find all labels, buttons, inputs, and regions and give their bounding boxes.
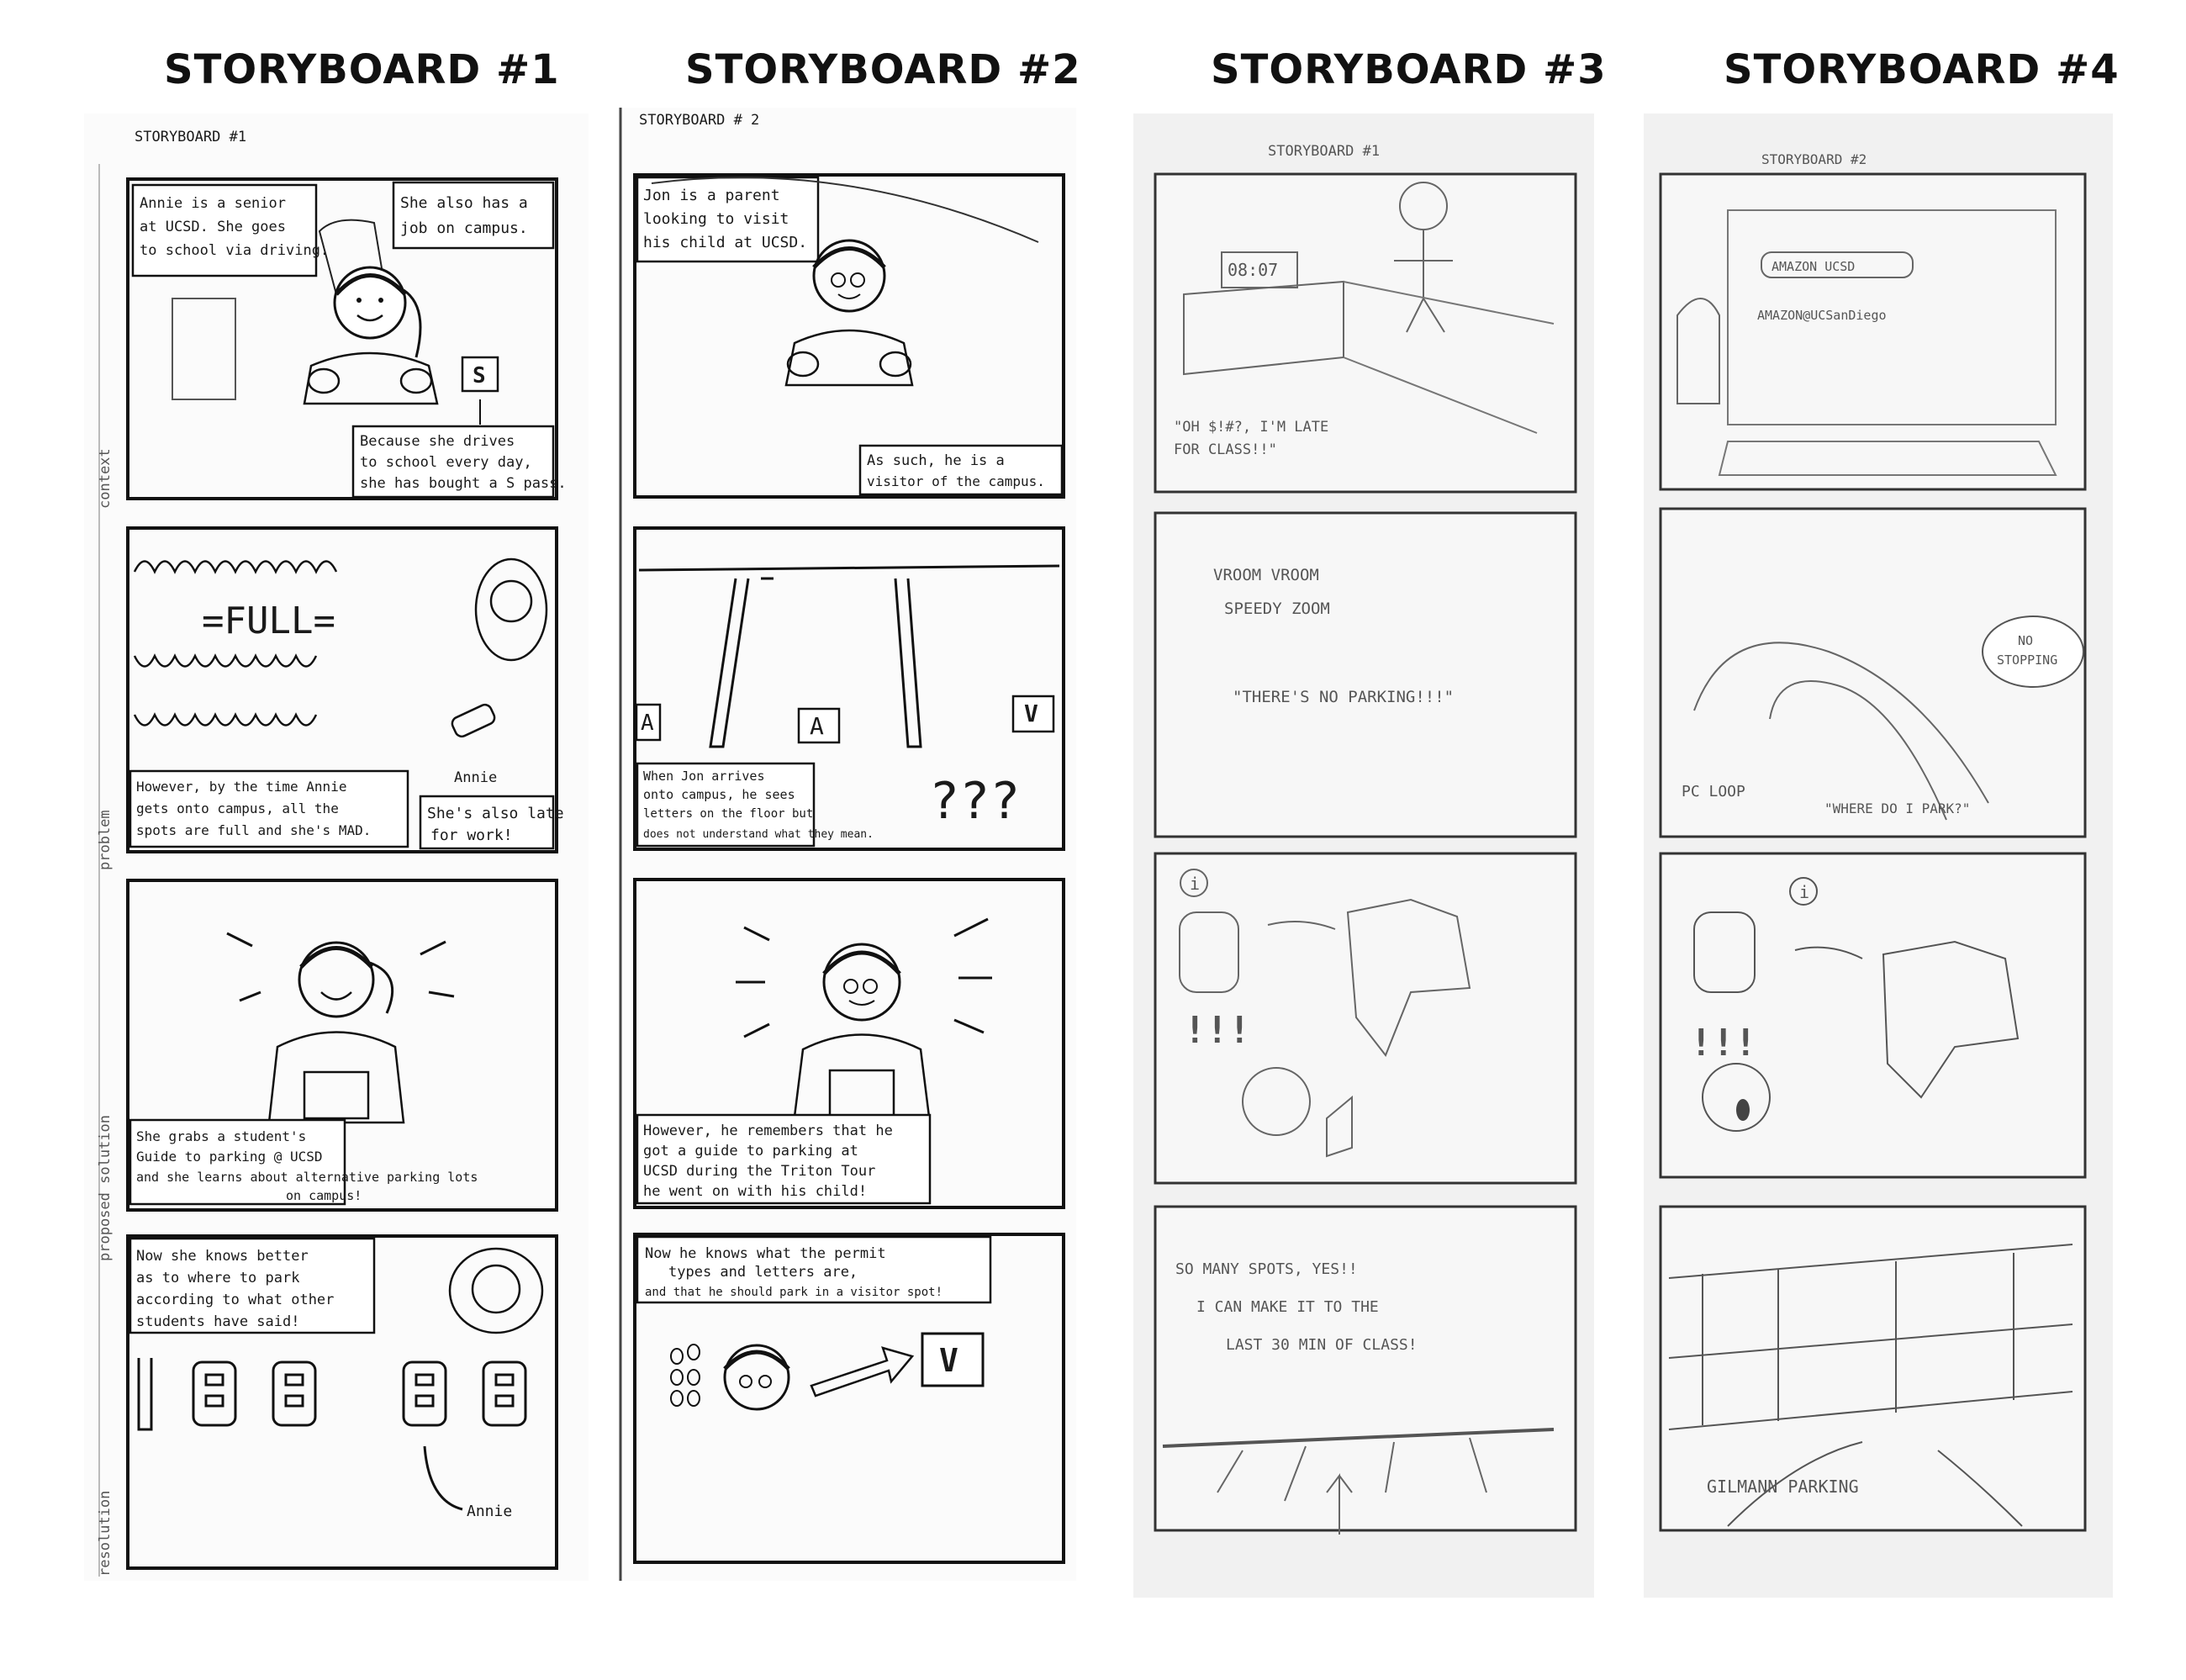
sb1-p1-caption-c-1: Because she drives	[360, 433, 515, 450]
sb1-p4-caption-3: according to what other	[136, 1292, 334, 1308]
sb1-p3-caption-4: on campus!	[286, 1188, 362, 1203]
sb2-p4-caption-2: types and letters are,	[668, 1264, 858, 1281]
sb1-panel-2: =FULL= Annie However, by the time Annie …	[126, 526, 564, 853]
sb1-p1-permit-letter: S	[473, 363, 486, 388]
sb3-p3-info-icon: i	[1190, 874, 1200, 894]
sb4-p2-bubble-2: STOPPING	[1997, 652, 2057, 668]
sb1-p2-caption-a-1: However, by the time Annie	[136, 779, 346, 795]
sb1-side-label-context: context	[97, 448, 114, 509]
sb4-p2-loop-label: PC LOOP	[1682, 783, 1745, 800]
sb2-p3-caption-1: However, he remembers that he	[643, 1123, 893, 1139]
sb1-side-label-solution: proposed solution	[97, 1115, 114, 1261]
sb2-p4-caption-1: Now he knows what the permit	[645, 1245, 886, 1262]
sb2-p2-caption-1: When Jon arrives	[643, 769, 765, 784]
sb1-panel-4: Now she knows better as to where to park…	[126, 1234, 558, 1570]
sb2-p2-question-marks: ???	[929, 772, 1020, 831]
sb1-p1-caption-c-2: to school every day,	[360, 454, 532, 471]
sb1-p2-caption-a-2: gets onto campus, all the	[136, 800, 339, 816]
sb1-p2-full-label: =FULL=	[202, 600, 335, 642]
sb3-p2-caption-2: SPEEDY ZOOM	[1224, 600, 1330, 618]
sb1-p2-annie-label: Annie	[454, 769, 497, 786]
sb2-p2-letter-2: A	[810, 712, 824, 740]
storyboard-3-title: STORYBOARD #3	[1211, 46, 1607, 93]
sb4-panel-4: GILMANN PARKING	[1659, 1205, 2087, 1532]
storyboard-4-sheet: STORYBOARD #2 AMAZON UCSD AMAZON@UCSanDi…	[1644, 114, 2113, 1598]
sb1-p4-annie-label: Annie	[467, 1503, 512, 1520]
sb1-p2-caption-a-3: spots are full and she's MAD.	[136, 822, 371, 838]
sb3-panel-1: 08:07 "OH $!#?, I'M LATE FOR CLASS!!"	[1154, 172, 1577, 494]
sb4-panel-1: AMAZON UCSD AMAZON@UCSanDiego	[1659, 172, 2087, 491]
sb1-p2-caption-b-2: for work!	[430, 827, 513, 844]
sb1-p1-caption-a-2: at UCSD. She goes	[140, 219, 286, 235]
sb3-p4-caption-1: SO MANY SPOTS, YES!!	[1175, 1260, 1358, 1278]
sb2-panel-1: Jon is a parent looking to visit his chi…	[633, 173, 1065, 499]
sb1-side-label-problem: problem	[97, 810, 114, 870]
sb1-side-label-resolution: resolution	[97, 1491, 114, 1577]
storyboard-1-title: STORYBOARD #1	[164, 46, 560, 93]
sb1-p1-caption-b-1: She also has a	[400, 194, 528, 212]
sb3-p1-caption-1: "OH $!#?, I'M LATE	[1174, 419, 1328, 436]
sb2-p3-caption-2: got a guide to parking at	[643, 1143, 858, 1160]
sb3-panel-2: VROOM VROOM SPEEDY ZOOM "THERE'S NO PARK…	[1154, 511, 1577, 838]
sb2-panel-3: However, he remembers that he got a guid…	[633, 878, 1065, 1209]
sb3-p1-clock-time: 08:07	[1228, 260, 1278, 280]
storyboard-2-title: STORYBOARD #2	[685, 46, 1081, 93]
sb1-p4-caption-2: as to where to park	[136, 1270, 299, 1286]
sb1-p4-caption-1: Now she knows better	[136, 1248, 309, 1265]
sb2-p1-caption-a-3: his child at UCSD.	[643, 234, 807, 251]
sb2-panel-2: A A V ??? When Jon arrives onto campus, …	[633, 526, 1065, 851]
sb2-p3-caption-3: UCSD during the Triton Tour	[643, 1163, 875, 1180]
sb3-sheet-header: STORYBOARD #1	[1268, 143, 1380, 160]
storyboard-4-title: STORYBOARD #4	[1724, 46, 2120, 93]
storyboard-2-sheet: STORYBOARD # 2 Jon is a parent looking t…	[618, 108, 1076, 1581]
storyboard-1-sheet: STORYBOARD #1 context problem proposed s…	[84, 114, 589, 1581]
storyboard-3-sheet: STORYBOARD #1 08:07 "OH $!#?, I'M LATE F…	[1133, 114, 1594, 1598]
sb4-p4-gilmann-label: GILMANN PARKING	[1707, 1477, 1859, 1497]
sb1-p1-caption-c-3: she has bought a S pass.	[360, 475, 567, 492]
sb1-p1-caption-a-1: Annie is a senior	[140, 195, 286, 212]
sb1-p1-caption-a-3: to school via driving.	[140, 242, 329, 259]
sb1-panel-3: She grabs a student's Guide to parking @…	[126, 879, 558, 1212]
sb3-p4-caption-2: I CAN MAKE IT TO THE	[1196, 1298, 1379, 1316]
sb4-panel-3: i !!!	[1659, 852, 2087, 1179]
sb4-panel-2: NO STOPPING PC LOOP "WHERE DO I PARK?"	[1659, 507, 2087, 838]
sb2-p2-caption-2: onto campus, he sees	[643, 787, 795, 802]
sb2-p2-caption-4: does not understand what they mean.	[643, 828, 874, 841]
sb3-p2-caption-1: VROOM VROOM	[1213, 566, 1319, 584]
sb3-p3-exclaim: !!!	[1184, 1009, 1250, 1052]
sb1-panel-1: Annie is a senior at UCSD. She goes to s…	[126, 177, 567, 500]
sb2-p1-caption-b-2: visitor of the campus.	[867, 473, 1045, 489]
sb1-p3-caption-3: and she learns about alternative parking…	[136, 1170, 478, 1185]
sb2-panel-4: Now he knows what the permit types and l…	[633, 1233, 1065, 1564]
sb2-p3-caption-4: he went on with his child!	[643, 1183, 867, 1200]
sb3-p2-caption-3: "THERE'S NO PARKING!!!"	[1233, 688, 1454, 706]
sb4-p3-exclaim: !!!	[1690, 1022, 1756, 1065]
sb2-p4-visitor-letter: V	[939, 1342, 958, 1379]
sb1-p4-caption-4: students have said!	[136, 1313, 299, 1330]
sb1-p1-caption-b-2: job on campus.	[400, 219, 528, 237]
sb4-p1-result-text: AMAZON@UCSanDiego	[1757, 308, 1887, 323]
sb2-p1-caption-b-1: As such, he is a	[867, 452, 1005, 469]
sb3-panel-3: i !!!	[1154, 852, 1577, 1185]
sb4-p1-search-text: AMAZON UCSD	[1772, 259, 1855, 274]
sb2-p2-letter-3: V	[1024, 700, 1038, 727]
sb4-p2-quote: "WHERE DO I PARK?"	[1824, 800, 1970, 816]
sb2-p1-caption-a-1: Jon is a parent	[643, 187, 780, 204]
sb1-p2-caption-b-1: She's also late	[427, 805, 564, 822]
sb4-sheet-header: STORYBOARD #2	[1761, 151, 1867, 167]
sb2-sheet-header: STORYBOARD # 2	[639, 112, 759, 129]
sb1-p3-caption-1: She grabs a student's	[136, 1128, 306, 1144]
sb1-sheet-header: STORYBOARD #1	[135, 129, 246, 145]
sb1-p3-caption-2: Guide to parking @ UCSD	[136, 1149, 323, 1165]
sb4-p3-info-icon: i	[1799, 882, 1809, 902]
sb2-p4-caption-3: and that he should park in a visitor spo…	[645, 1286, 943, 1299]
sb4-p2-bubble-1: NO	[2018, 633, 2033, 648]
sb2-p2-letter-1: A	[641, 711, 654, 736]
sb3-p4-caption-3: LAST 30 MIN OF CLASS!	[1226, 1336, 1418, 1354]
sb3-panel-4: SO MANY SPOTS, YES!! I CAN MAKE IT TO TH…	[1154, 1205, 1577, 1535]
sb2-p2-caption-3: letters on the floor but	[643, 807, 813, 821]
sb3-p1-caption-2: FOR CLASS!!"	[1174, 441, 1277, 458]
sb2-p1-caption-a-2: looking to visit	[643, 210, 789, 228]
